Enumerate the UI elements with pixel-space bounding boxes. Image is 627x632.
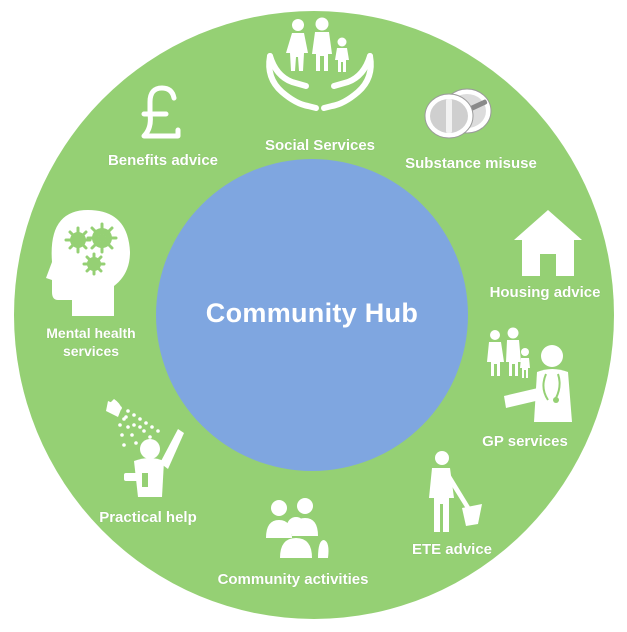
service-label-practical-help: Practical help — [99, 509, 197, 526]
service-label-substance-misuse: Substance misuse — [405, 155, 537, 172]
head-gears-icon — [44, 208, 134, 318]
service-label-gp-services: GP services — [482, 433, 568, 450]
worker-shovel-icon — [420, 450, 490, 534]
service-label-mental-health-services: Mental health services — [46, 325, 136, 359]
service-label-housing-advice: Housing advice — [489, 284, 601, 301]
group-people-icon — [264, 496, 330, 560]
house-icon — [512, 206, 584, 278]
family-hands-icon — [262, 16, 378, 118]
doctor-icon — [482, 326, 582, 426]
service-label-ete-advice: ETE advice — [411, 541, 493, 558]
service-label-benefits-advice: Benefits advice — [107, 152, 219, 169]
shower-person-icon — [104, 397, 188, 501]
hub-label: Community Hub — [205, 298, 419, 328]
pill-icon — [421, 86, 495, 140]
service-label-community-activities: Community activities — [217, 571, 369, 588]
pound-sign-icon — [140, 84, 182, 142]
community-hub-circle — [156, 159, 468, 471]
service-label-social-services: Social Services — [264, 137, 376, 154]
